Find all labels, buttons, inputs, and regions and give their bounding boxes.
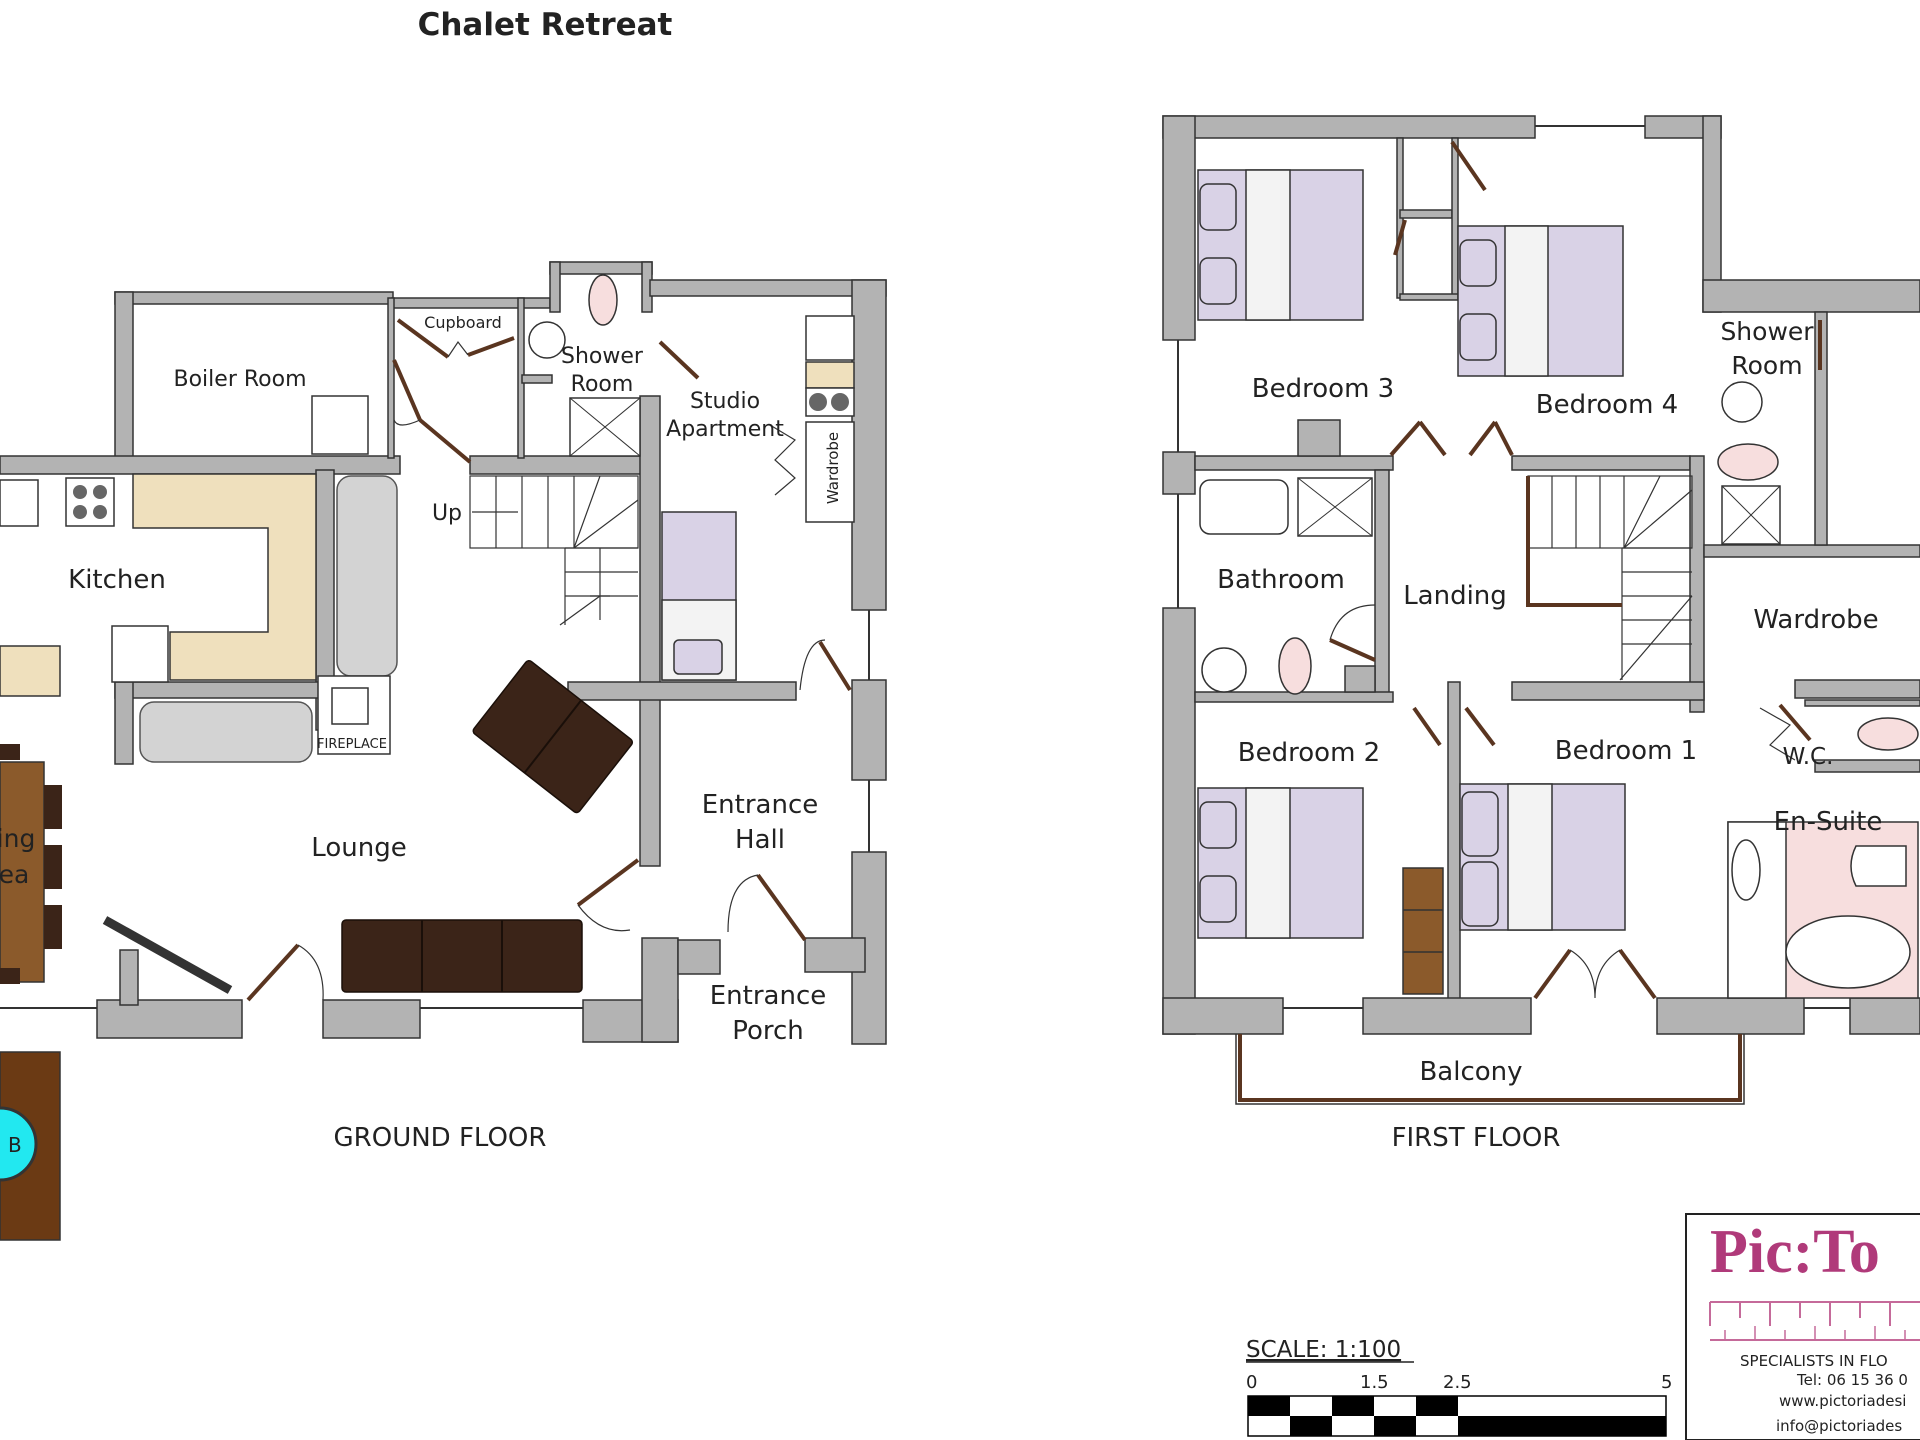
ground-floor-doors [246, 318, 852, 1002]
bedroom3-label: Bedroom 3 [1252, 374, 1394, 404]
first-floor: Bedroom 3 Bedroom 4 Shower Room Bathroom… [1162, 115, 1920, 1153]
ground-floor-stairs [469, 475, 639, 626]
en-suite-label: En-Suite [1774, 807, 1883, 837]
logo-tel: Tel: 06 15 36 0 [1796, 1371, 1908, 1389]
hot-tub-label: B [8, 1133, 22, 1157]
lounge-label: Lounge [311, 833, 406, 863]
wardrobe-vertical-label: Wardrobe [824, 432, 842, 504]
lounge-furniture: FIREPLACE [102, 475, 634, 994]
boiler-room-label: Boiler Room [174, 367, 307, 392]
bedroom4-label: Bedroom 4 [1536, 390, 1678, 420]
scale-tick-3: 5 [1661, 1372, 1672, 1393]
wc-label: W.C. [1783, 744, 1834, 770]
logo-web: www.pictoriadesi [1779, 1392, 1906, 1410]
ground-floor-walls [0, 261, 887, 1045]
first-floor-labels: Bedroom 3 Bedroom 4 Shower Room Bathroom… [1217, 317, 1882, 1153]
bathroom-label: Bathroom [1217, 565, 1345, 595]
dining-label-2: ea [0, 860, 29, 889]
entrance-hall-label-1: Entrance [702, 790, 819, 820]
dining-table [0, 744, 62, 984]
plan-title: Chalet Retreat [418, 7, 673, 43]
bedroom2-label: Bedroom 2 [1238, 738, 1380, 768]
first-floor-walls [1162, 115, 1920, 1035]
shower-room-1f-label-2: Room [1731, 351, 1802, 380]
entrance-porch-label-2: Porch [732, 1016, 804, 1046]
shower-room-1f-label-1: Shower [1720, 317, 1814, 346]
studio-label-2: Apartment [666, 417, 784, 442]
scale-tick-1: 1.5 [1360, 1372, 1389, 1393]
scale-label: SCALE: 1:100 [1246, 1337, 1401, 1363]
first-floor-fixtures [1199, 381, 1919, 999]
logo-email: info@pictoriades [1776, 1417, 1902, 1435]
company-logo: Pic:To SPECIALISTS IN FLO Tel: 06 15 36 … [1685, 1213, 1920, 1440]
shower-room-label-1: Shower [561, 344, 644, 369]
logo-brand: Pic:To [1710, 1218, 1880, 1286]
bedroom1-label: Bedroom 1 [1555, 736, 1697, 766]
studio-label-1: Studio [690, 389, 760, 414]
scale-bar: SCALE: 1:100 0 1.5 2.5 5 [1246, 1337, 1672, 1437]
up-label: Up [432, 501, 462, 526]
entrance-porch-label-1: Entrance [710, 981, 827, 1011]
first-floor-beds [1197, 169, 1626, 939]
ground-shower-room-fixtures [528, 274, 855, 523]
first-floor-windows [1177, 125, 1850, 1105]
kitchen-label: Kitchen [68, 565, 166, 595]
ground-floor: FIREPLACE B Boiler Room [0, 261, 887, 1241]
first-floor-stairs [1526, 475, 1693, 681]
cupboard-label: Cupboard [424, 313, 502, 332]
fireplace-label: FIREPLACE [317, 737, 387, 752]
kitchen-counters [0, 395, 369, 697]
hot-tub: B [0, 1051, 61, 1241]
landing-label: Landing [1403, 581, 1507, 611]
scale-tick-2: 2.5 [1443, 1372, 1472, 1393]
ground-floor-label: GROUND FLOOR [334, 1123, 547, 1153]
studio-bed [661, 511, 737, 681]
first-floor-doors [1329, 140, 1822, 1000]
balcony-label: Balcony [1419, 1057, 1522, 1087]
first-floor-label: FIRST FLOOR [1392, 1123, 1561, 1153]
logo-tagline: SPECIALISTS IN FLO [1740, 1352, 1888, 1370]
scale-tick-0: 0 [1246, 1372, 1257, 1393]
wardrobe-label: Wardrobe [1753, 605, 1878, 635]
ground-floor-windows [0, 610, 870, 1009]
dining-label-1: ing [0, 824, 35, 853]
ground-floor-labels: Boiler Room Cupboard Shower Room Studio … [0, 313, 842, 1153]
shower-room-label-2: Room [571, 372, 634, 397]
entrance-hall-label-2: Hall [735, 825, 785, 855]
